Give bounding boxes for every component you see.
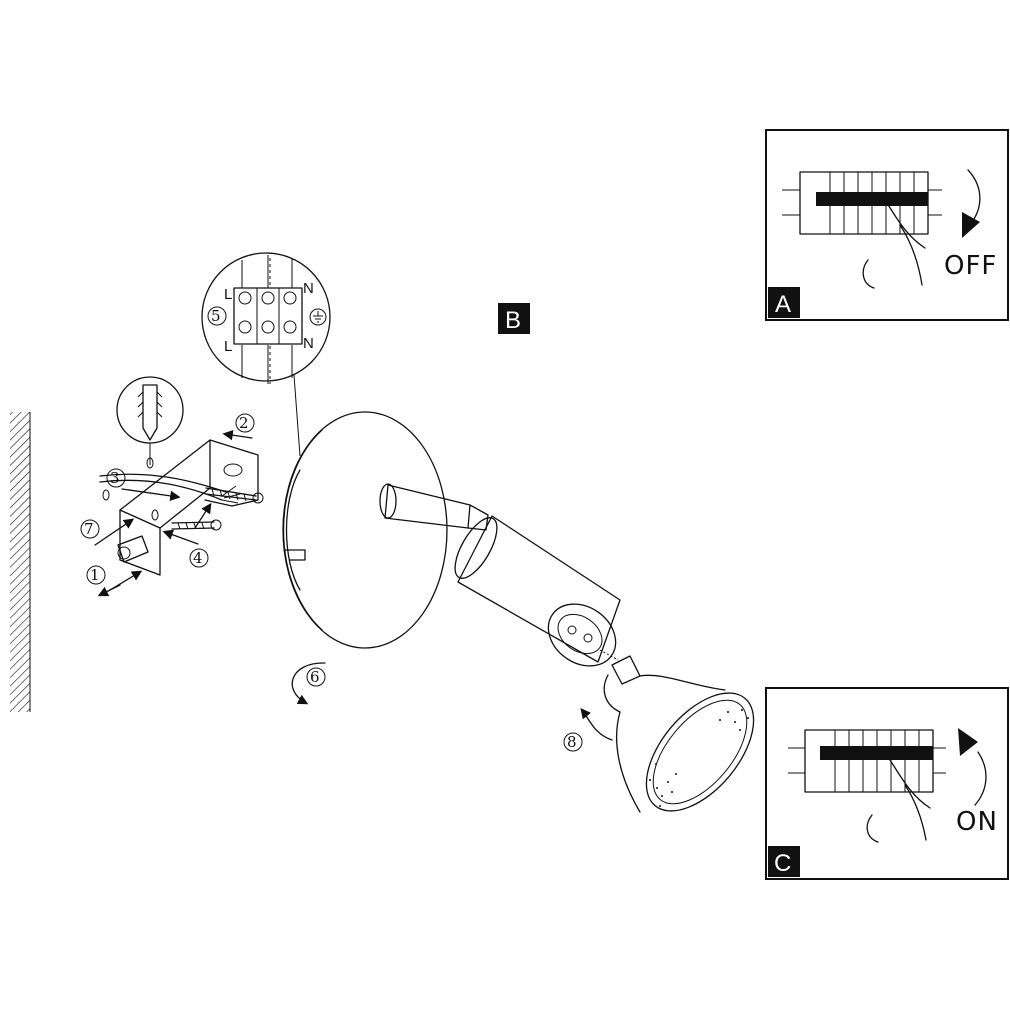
mounting-bracket	[102, 439, 259, 576]
spot-head	[454, 515, 621, 667]
step-4-number: 4	[193, 549, 203, 567]
earth-icon	[309, 308, 327, 326]
screw-right	[205, 487, 264, 504]
panel-a-tag: A	[775, 291, 791, 318]
terminal-block-callout: L L N N 5	[201, 252, 331, 457]
switch-up-arrow-icon	[958, 728, 987, 806]
step-1-marker: 1	[86, 565, 143, 597]
panel-c-switch-on: ON C	[765, 687, 1009, 880]
hand-icon-off	[862, 199, 926, 289]
panel-a-switch-off: OFF A	[765, 129, 1009, 321]
wall-plug	[117, 535, 149, 563]
step-6-marker: 6	[291, 662, 326, 705]
step-6-number: 6	[310, 668, 320, 686]
gu10-bulb	[603, 655, 755, 813]
wall-canopy	[282, 411, 448, 649]
terminal-label-n-bottom: N	[303, 335, 314, 352]
step-3-marker: 3	[106, 468, 181, 502]
step-1-number: 1	[90, 566, 100, 584]
bulb-lens-dots	[649, 709, 749, 807]
panel-c-tag: C	[774, 850, 791, 877]
step-3-number: 3	[110, 469, 120, 487]
step-7-number: 7	[84, 520, 94, 538]
step-7-marker: 7	[80, 518, 135, 546]
panel-c-caption: ON	[956, 807, 998, 837]
step-8-number: 8	[567, 733, 577, 751]
step-2-marker: 2	[222, 413, 255, 441]
tag-b-label: B	[505, 307, 521, 334]
terminal-label-l-bottom: L	[224, 338, 232, 355]
step-2-number: 2	[239, 414, 249, 432]
step-5-number: 5	[211, 307, 221, 325]
terminal-screws	[238, 291, 297, 334]
tag-b: B	[498, 303, 530, 334]
breaker-panel-on	[788, 729, 946, 793]
supply-cable	[99, 473, 241, 504]
switch-down-arrow-icon	[962, 169, 981, 238]
terminal-label-n-top: N	[303, 280, 314, 297]
terminal-label-l-top: L	[224, 286, 232, 303]
step-4-marker: 4	[162, 502, 212, 568]
step-8-marker: 8	[563, 707, 613, 752]
spot-arm	[379, 483, 489, 531]
screw-left	[171, 519, 222, 531]
panel-a-caption: OFF	[944, 251, 997, 281]
wall-hatching	[10, 412, 31, 712]
hand-icon-on	[866, 759, 931, 843]
plug-detail-callout	[116, 376, 184, 465]
